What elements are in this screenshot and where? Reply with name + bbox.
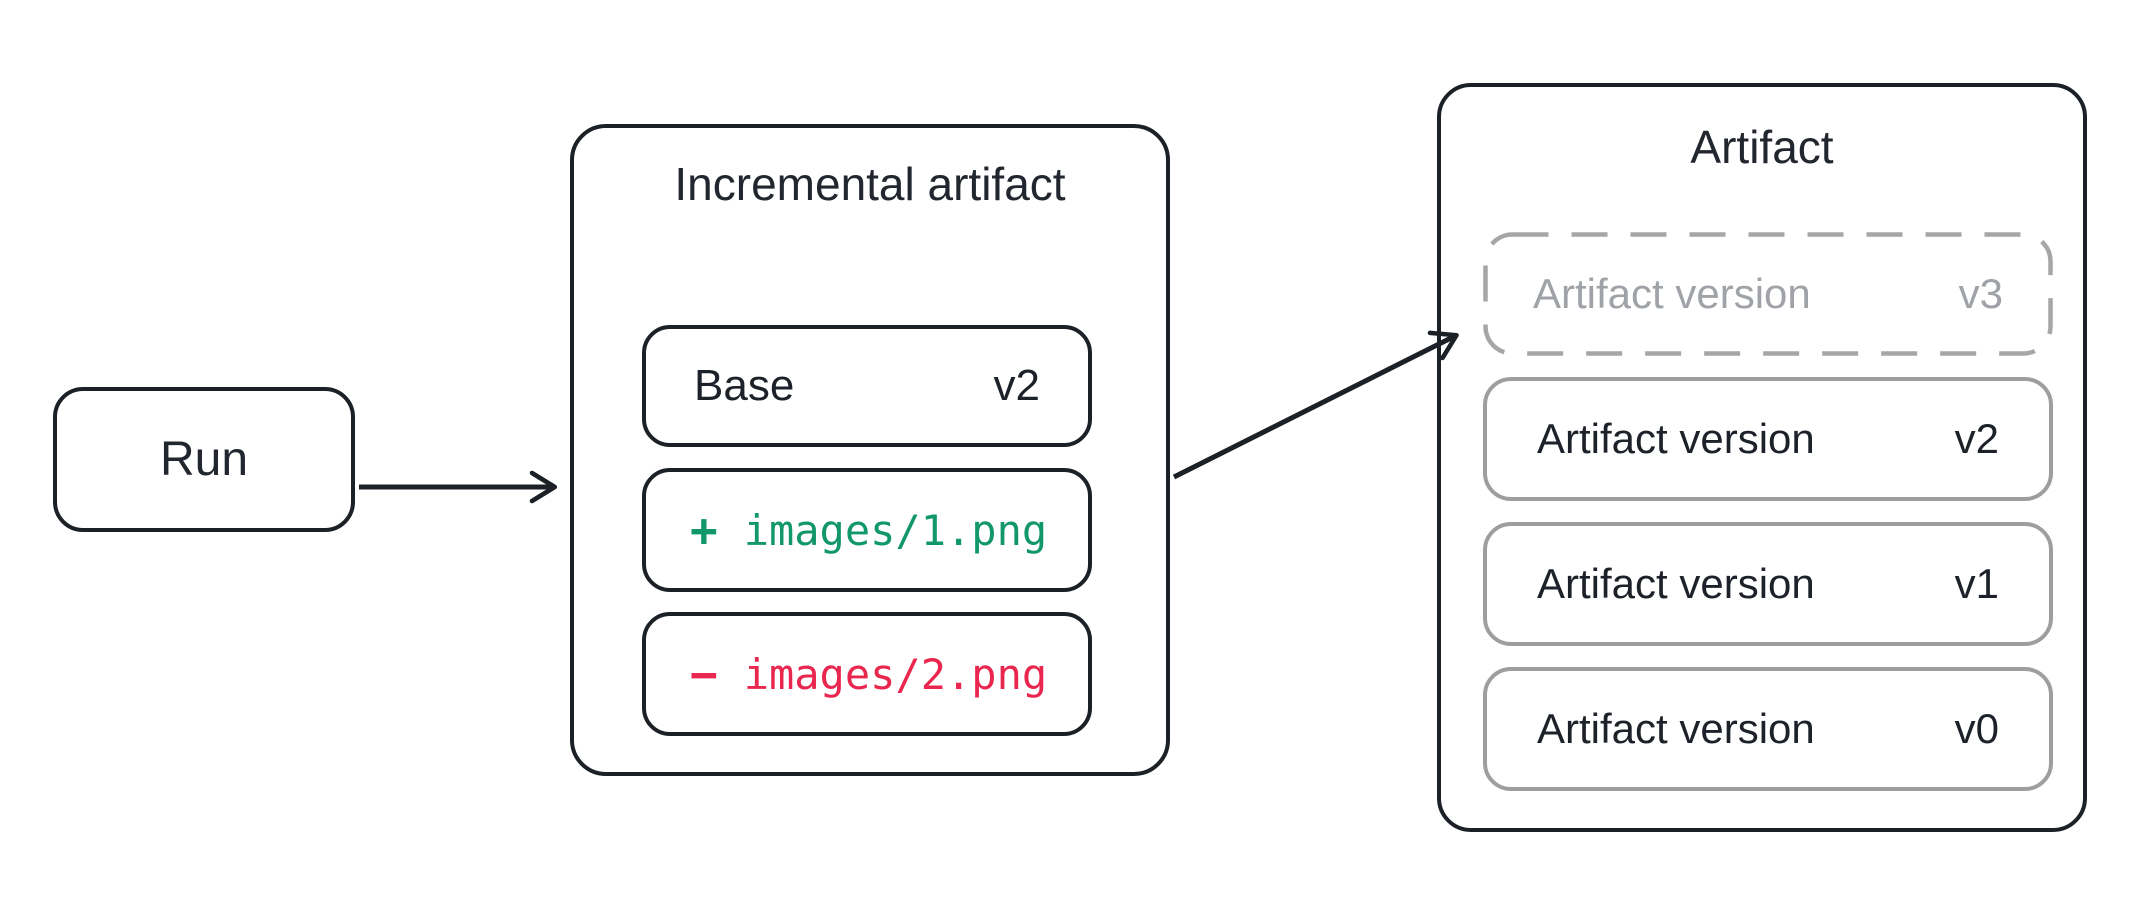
artifact-version-row-v1: Artifact version v1 xyxy=(1483,522,2053,646)
artifact-title: Artifact xyxy=(1690,121,1834,173)
version-row-label: Artifact version xyxy=(1537,560,1815,607)
artifact-version-row-v3-pending: Artifact version v3 xyxy=(1483,232,2053,356)
version-row-version: v2 xyxy=(1954,415,1999,462)
incremental-artifact-title: Incremental artifact xyxy=(674,158,1066,210)
incremental-artifact-node: Incremental artifact Base v2 + images/1.… xyxy=(570,124,1170,776)
base-row-version: v2 xyxy=(993,361,1040,410)
removed-file-row: − images/2.png xyxy=(642,612,1092,736)
version-row-version: v0 xyxy=(1954,705,1999,752)
run-node-label: Run xyxy=(159,433,249,486)
version-row-label: Artifact version xyxy=(1537,415,1815,462)
artifact-version-row-v2: Artifact version v2 xyxy=(1483,377,2053,501)
base-row-label: Base xyxy=(694,361,795,410)
plus-icon: + xyxy=(690,503,718,557)
artifact-version-row-v0: Artifact version v0 xyxy=(1483,667,2053,791)
removed-file-path: images/2.png xyxy=(743,649,1048,699)
base-version-row: Base v2 xyxy=(642,325,1092,447)
arrow-incremental-to-artifact xyxy=(1172,330,1459,480)
version-row-version: v3 xyxy=(1958,270,2003,317)
version-row-label: Artifact version xyxy=(1537,705,1815,752)
version-row-version: v1 xyxy=(1954,560,1999,607)
version-row-label: Artifact version xyxy=(1533,270,1811,317)
artifact-node: Artifact Artifact version v3 Artifact ve… xyxy=(1437,83,2087,832)
run-node: Run xyxy=(53,387,355,532)
minus-icon: − xyxy=(690,647,718,701)
added-file-path: images/1.png xyxy=(743,505,1048,555)
added-file-row: + images/1.png xyxy=(642,468,1092,592)
